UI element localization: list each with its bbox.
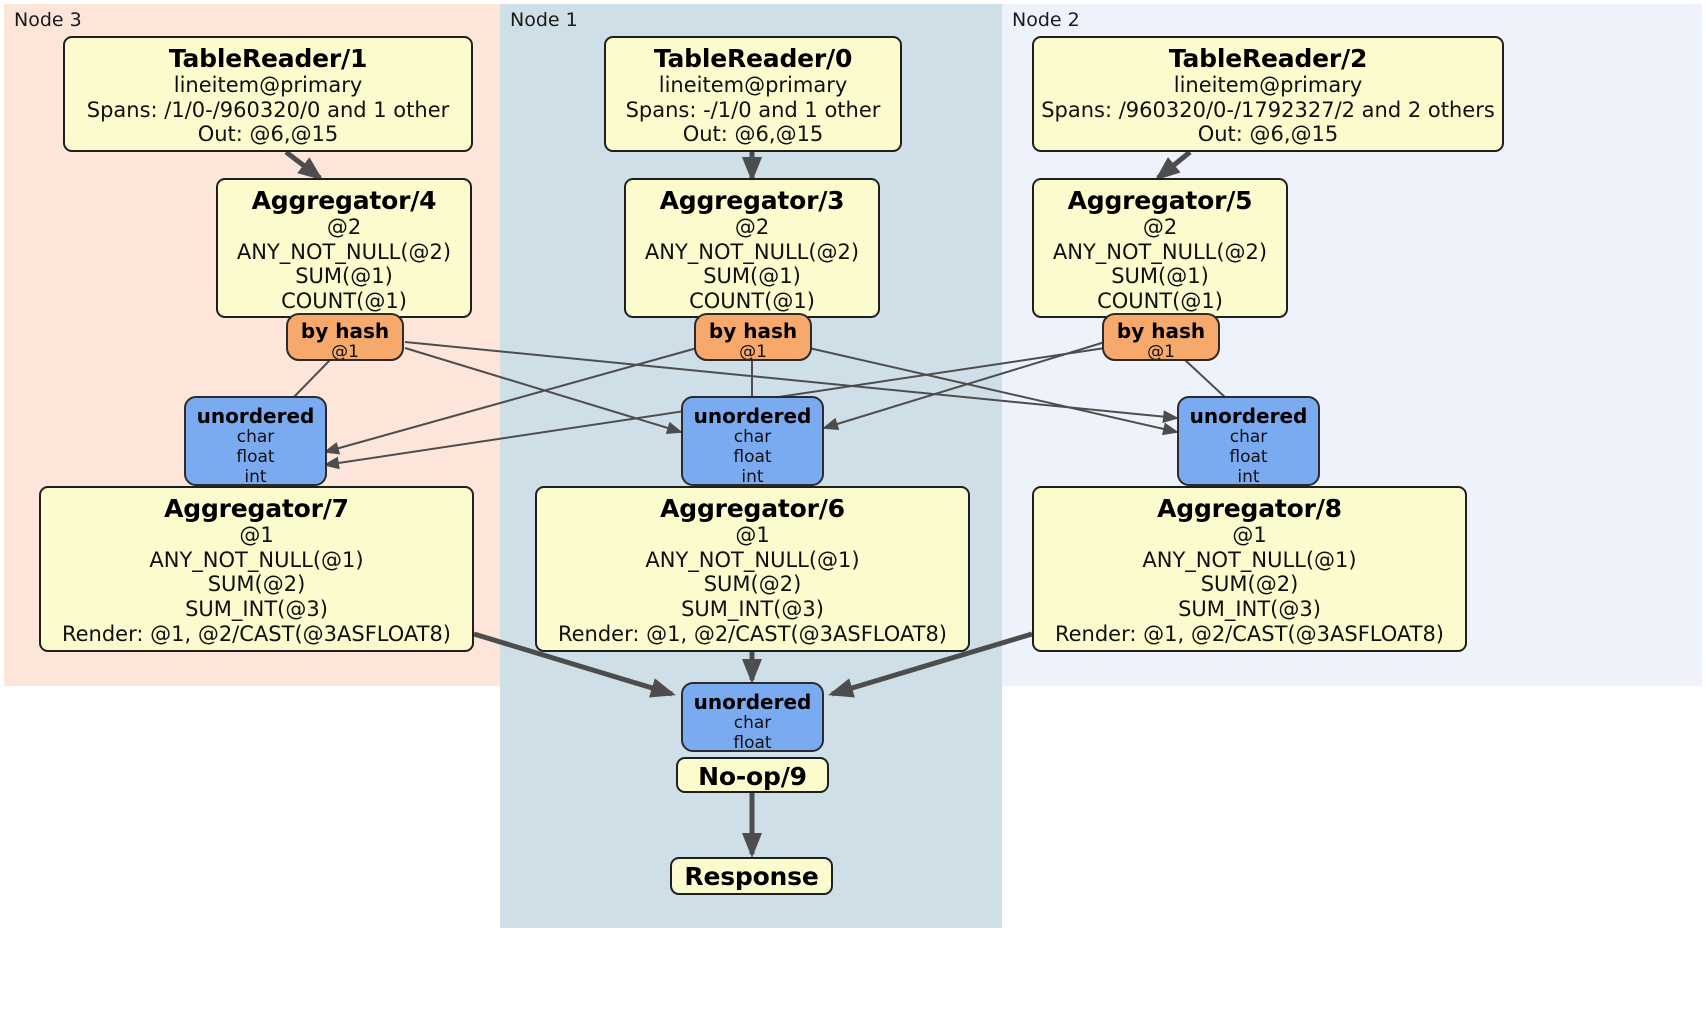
node-noop-9[interactable]: No-op/9 xyxy=(676,757,829,793)
node-response[interactable]: Response xyxy=(670,857,833,895)
node-router-left[interactable]: by hash @1 xyxy=(286,313,404,361)
aggregator-5-group: @2 xyxy=(1142,215,1178,240)
aggregator-7-render: Render: @1, @2/CAST(@3ASFLOAT8) xyxy=(61,621,452,646)
sync-middle-type-3: int xyxy=(741,467,764,486)
aggregator-8-render: Render: @1, @2/CAST(@3ASFLOAT8) xyxy=(1054,621,1445,646)
aggregator-6-render: Render: @1, @2/CAST(@3ASFLOAT8) xyxy=(557,621,948,646)
aggregator-7-agg-2: SUM(@2) xyxy=(207,572,306,597)
aggregator-6-agg-2: SUM(@2) xyxy=(703,572,802,597)
node-tablereader-2[interactable]: TableReader/2 lineitem@primary Spans: /9… xyxy=(1032,36,1504,152)
aggregator-8-group: @1 xyxy=(1232,523,1267,548)
aggregator-6-agg-3: SUM_INT(@3) xyxy=(681,596,824,621)
node-tablereader-1[interactable]: TableReader/1 lineitem@primary Spans: /1… xyxy=(63,36,473,152)
tablereader-0-spans: Spans: -/1/0 and 1 other xyxy=(625,97,881,122)
sync-final-type-2: float xyxy=(733,733,772,752)
region-node-2-label: Node 2 xyxy=(1012,9,1080,31)
router-right-title: by hash xyxy=(1116,319,1206,343)
aggregator-5-agg-3: COUNT(@1) xyxy=(1097,288,1223,313)
node-router-right[interactable]: by hash @1 xyxy=(1102,313,1220,361)
node-sync-middle[interactable]: unordered char float int xyxy=(681,396,824,486)
aggregator-8-agg-2: SUM(@2) xyxy=(1200,572,1299,597)
response-title: Response xyxy=(684,862,819,891)
aggregator-3-agg-1: ANY_NOT_NULL(@2) xyxy=(644,239,860,264)
aggregator-4-agg-3: COUNT(@1) xyxy=(281,288,407,313)
tablereader-0-out: Out: @6,@15 xyxy=(682,122,824,147)
node-sync-right[interactable]: unordered char float int xyxy=(1177,396,1320,486)
router-left-detail: @1 xyxy=(331,342,359,361)
sync-left-type-2: float xyxy=(236,447,275,468)
node-aggregator-7[interactable]: Aggregator/7 @1 ANY_NOT_NULL(@1) SUM(@2)… xyxy=(39,486,474,652)
tablereader-1-spans: Spans: /1/0-/960320/0 and 1 other xyxy=(86,97,450,122)
tablereader-2-out: Out: @6,@15 xyxy=(1197,122,1339,147)
node-aggregator-8[interactable]: Aggregator/8 @1 ANY_NOT_NULL(@1) SUM(@2)… xyxy=(1032,486,1467,652)
sync-left-type-3: int xyxy=(244,467,267,486)
tablereader-0-title: TableReader/0 xyxy=(653,44,853,73)
router-left-title: by hash xyxy=(300,319,390,343)
node-sync-left[interactable]: unordered char float int xyxy=(184,396,327,486)
aggregator-8-agg-3: SUM_INT(@3) xyxy=(1178,596,1321,621)
aggregator-8-agg-1: ANY_NOT_NULL(@1) xyxy=(1142,547,1357,572)
node-aggregator-6[interactable]: Aggregator/6 @1 ANY_NOT_NULL(@1) SUM(@2)… xyxy=(535,486,970,652)
router-right-detail: @1 xyxy=(1147,342,1175,361)
sync-middle-type-1: char xyxy=(733,427,772,448)
sync-final-title: unordered xyxy=(693,690,812,714)
node-sync-final[interactable]: unordered char float xyxy=(681,682,824,752)
aggregator-6-title: Aggregator/6 xyxy=(660,494,845,523)
aggregator-7-group: @1 xyxy=(239,523,274,548)
aggregator-4-title: Aggregator/4 xyxy=(251,186,437,215)
router-middle-title: by hash xyxy=(708,319,798,343)
sync-left-title: unordered xyxy=(196,404,315,428)
sync-right-title: unordered xyxy=(1189,404,1308,428)
aggregator-5-agg-1: ANY_NOT_NULL(@2) xyxy=(1052,239,1268,264)
aggregator-5-agg-2: SUM(@1) xyxy=(1111,264,1209,289)
node-aggregator-5[interactable]: Aggregator/5 @2 ANY_NOT_NULL(@2) SUM(@1)… xyxy=(1032,178,1288,318)
sync-right-type-2: float xyxy=(1229,447,1268,468)
sync-middle-title: unordered xyxy=(693,404,812,428)
tablereader-0-table: lineitem@primary xyxy=(658,73,848,98)
aggregator-4-agg-1: ANY_NOT_NULL(@2) xyxy=(236,239,452,264)
node-router-middle[interactable]: by hash @1 xyxy=(694,313,812,361)
aggregator-4-group: @2 xyxy=(326,215,362,240)
node-tablereader-0[interactable]: TableReader/0 lineitem@primary Spans: -/… xyxy=(604,36,902,152)
region-node-3-label: Node 3 xyxy=(14,9,82,31)
aggregator-7-agg-3: SUM_INT(@3) xyxy=(185,596,328,621)
aggregator-4-agg-2: SUM(@1) xyxy=(295,264,393,289)
node-aggregator-3[interactable]: Aggregator/3 @2 ANY_NOT_NULL(@2) SUM(@1)… xyxy=(624,178,880,318)
node-aggregator-4[interactable]: Aggregator/4 @2 ANY_NOT_NULL(@2) SUM(@1)… xyxy=(216,178,472,318)
noop-9-title: No-op/9 xyxy=(698,762,807,791)
aggregator-3-agg-3: COUNT(@1) xyxy=(689,288,815,313)
aggregator-5-title: Aggregator/5 xyxy=(1067,186,1253,215)
aggregator-3-agg-2: SUM(@1) xyxy=(703,264,801,289)
region-node-1-label: Node 1 xyxy=(510,9,578,31)
tablereader-1-table: lineitem@primary xyxy=(173,73,363,98)
aggregator-6-agg-1: ANY_NOT_NULL(@1) xyxy=(645,547,860,572)
tablereader-2-spans: Spans: /960320/0-/1792327/2 and 2 others xyxy=(1041,97,1495,122)
sync-right-type-3: int xyxy=(1237,467,1260,486)
router-middle-detail: @1 xyxy=(739,342,767,361)
sync-left-type-1: char xyxy=(236,427,275,448)
tablereader-1-out: Out: @6,@15 xyxy=(197,122,339,147)
aggregator-7-agg-1: ANY_NOT_NULL(@1) xyxy=(149,547,364,572)
tablereader-2-title: TableReader/2 xyxy=(1168,44,1368,73)
tablereader-2-table: lineitem@primary xyxy=(1173,73,1363,98)
aggregator-8-title: Aggregator/8 xyxy=(1157,494,1342,523)
aggregator-6-group: @1 xyxy=(735,523,770,548)
sync-final-type-1: char xyxy=(733,713,772,734)
aggregator-7-title: Aggregator/7 xyxy=(164,494,349,523)
tablereader-1-title: TableReader/1 xyxy=(168,44,368,73)
aggregator-3-group: @2 xyxy=(734,215,770,240)
sync-right-type-1: char xyxy=(1229,427,1268,448)
aggregator-3-title: Aggregator/3 xyxy=(659,186,845,215)
sync-middle-type-2: float xyxy=(733,447,772,468)
